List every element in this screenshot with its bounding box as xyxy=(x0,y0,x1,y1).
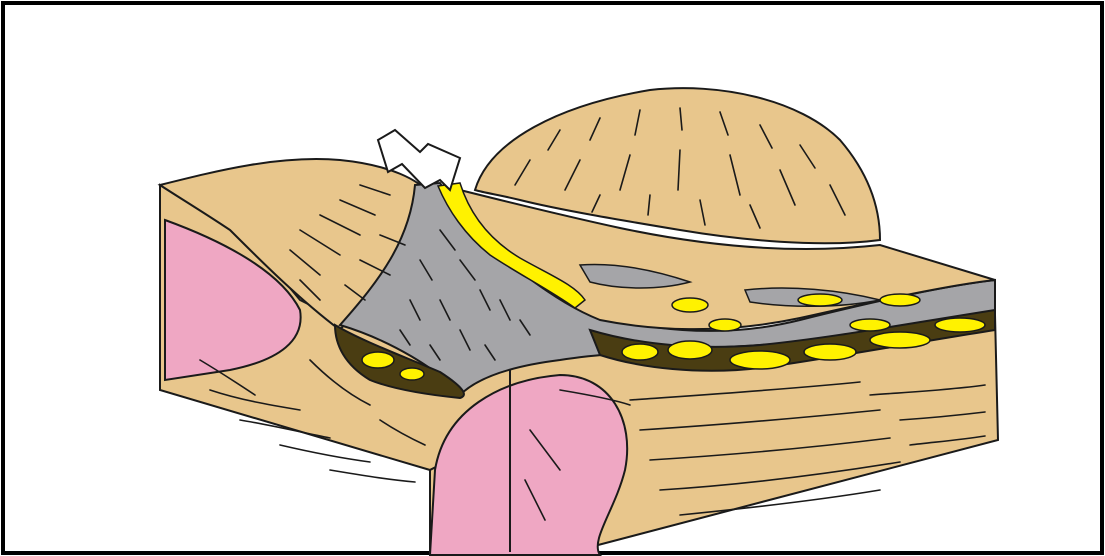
yellow-nodule xyxy=(804,344,856,360)
yellow-nodule xyxy=(798,294,842,306)
yellow-nodule xyxy=(362,352,394,368)
yellow-nodule xyxy=(880,294,920,306)
yellow-nodule xyxy=(622,344,658,360)
yellow-nodule xyxy=(730,351,790,369)
yellow-nodule xyxy=(400,368,424,380)
yellow-nodule xyxy=(709,319,741,331)
yellow-nodule xyxy=(668,341,712,359)
yellow-nodule xyxy=(850,319,890,331)
yellow-nodule xyxy=(935,318,985,332)
yellow-nodule xyxy=(672,298,708,312)
yellow-nodule xyxy=(870,332,930,348)
